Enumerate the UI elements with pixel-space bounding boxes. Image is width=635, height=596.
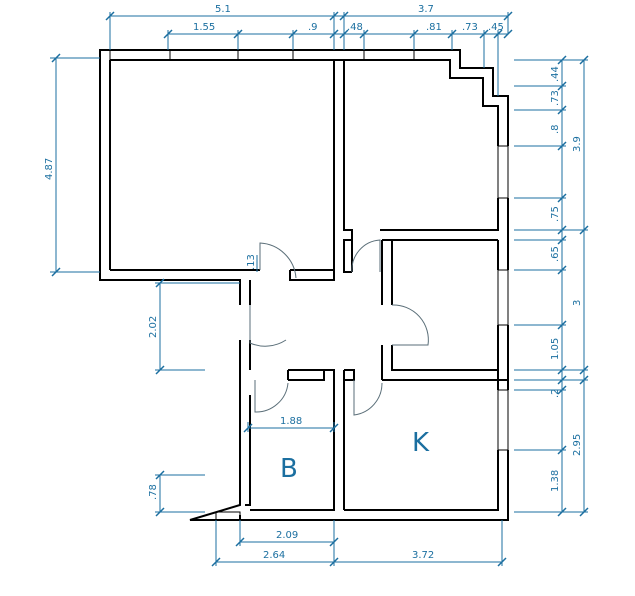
- door-hall-left: [249, 305, 287, 347]
- dim-top-left-total: 5.1: [215, 4, 231, 15]
- windows: [109, 49, 509, 521]
- walls: [99, 49, 509, 521]
- door-mid-room: [391, 304, 429, 346]
- door-left-room: [259, 242, 297, 279]
- left-room-inner-wall: [110, 59, 335, 271]
- dim-right-105: 1.05: [550, 338, 561, 360]
- dim-left-bottom: .78: [148, 484, 159, 500]
- right-mid-walls: [497, 325, 509, 380]
- window-right-2: [497, 269, 509, 326]
- dim-top-73: .73: [462, 22, 478, 33]
- door-bathroom: [254, 380, 289, 413]
- window-bottom-left: [215, 511, 241, 521]
- window-top-right: [363, 49, 415, 61]
- dim-right-138: 1.38: [550, 470, 561, 492]
- dim-left-lower: 2.02: [148, 316, 159, 338]
- dim-top-81: .81: [426, 22, 442, 33]
- left-room-outer-wall: [99, 49, 334, 305]
- dim-right-2: .2: [550, 388, 561, 398]
- dim-right-39: 3.9: [572, 136, 583, 152]
- door-right-upper: [351, 239, 381, 273]
- dimension-labels: 5.1 3.7 1.55 .9 .48 .81 .73 .45 4.87 2.0…: [44, 4, 583, 561]
- room-label-k: K: [412, 428, 430, 458]
- bathroom-walls: [250, 369, 335, 511]
- dim-top-48: .48: [347, 22, 363, 33]
- dim-right-44: .44: [550, 66, 561, 82]
- dim-right-75: .75: [550, 206, 561, 222]
- left-room-bottom-right: [289, 270, 335, 281]
- doors: [249, 239, 429, 416]
- dim-bottom-209: 2.09: [276, 530, 298, 541]
- dim-right-65: .65: [550, 246, 561, 262]
- dim-bath-width: 1.88: [280, 416, 302, 427]
- dim-bottom-264: 2.64: [263, 550, 285, 561]
- right-upper-inner: [344, 59, 499, 146]
- dim-right-73: .73: [550, 90, 561, 106]
- dim-top-right-total: 3.7: [418, 4, 434, 15]
- door-kitchen: [353, 380, 383, 416]
- kitchen-walls: [240, 369, 509, 521]
- right-upper-window-edge: [380, 198, 509, 240]
- dim-top-45: .45: [488, 22, 504, 33]
- right-upper-outer: [334, 49, 509, 146]
- dim-right-8: .8: [550, 124, 561, 134]
- window-right-3: [497, 389, 509, 451]
- left-room-right-wall-outer: [334, 59, 353, 272]
- room-label-b: B: [280, 454, 298, 484]
- hall-bottom-walls: [189, 340, 251, 521]
- right-upper-bottom-wall: [343, 239, 498, 273]
- dim-right-295: 2.95: [572, 434, 583, 456]
- room-labels: B K: [280, 428, 430, 484]
- window-right-1: [497, 145, 509, 199]
- dim-right-3: 3: [572, 300, 583, 306]
- dim-left-height: 4.87: [44, 158, 55, 180]
- dim-small-13: .13: [246, 254, 257, 270]
- window-top-left-2: [237, 49, 294, 61]
- mid-room-walls: [381, 239, 509, 380]
- dim-bottom-372: 3.72: [412, 550, 434, 561]
- dimension-lines: [50, 11, 589, 567]
- dim-top-window-b: .9: [308, 22, 318, 33]
- dim-top-window-a: 1.55: [193, 22, 215, 33]
- window-top-left-1: [109, 49, 171, 61]
